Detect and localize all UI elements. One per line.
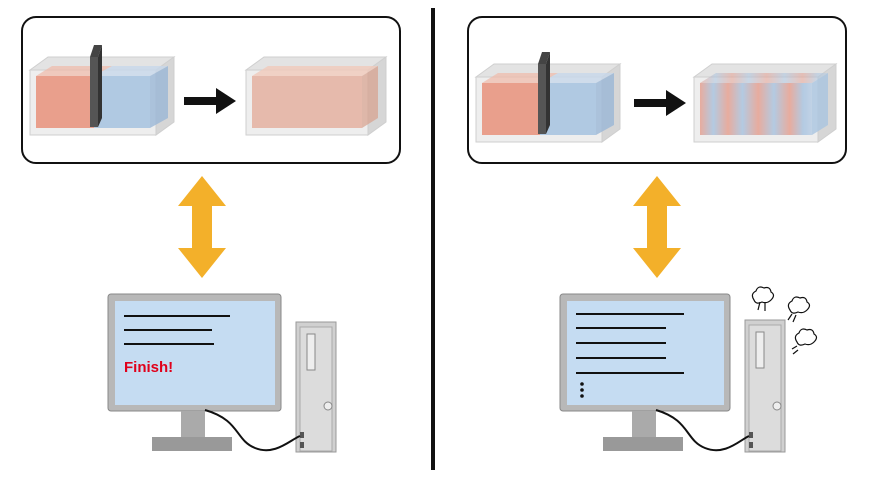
partition-wall — [538, 64, 546, 134]
steam-icon — [751, 286, 818, 355]
uniform-fluid-block — [252, 76, 362, 128]
double-arrow-icon — [633, 176, 681, 278]
striped-fluid-block — [700, 83, 812, 135]
cable — [204, 409, 301, 452]
right-initial-container — [474, 52, 622, 143]
left-panel: Finish! — [21, 16, 401, 453]
monitor-screen — [115, 301, 275, 405]
cool-fluid-block — [94, 76, 150, 128]
partition-wall — [90, 57, 98, 127]
right-computer — [559, 286, 818, 453]
left-mixed-container — [244, 56, 388, 136]
warm-fluid-block — [482, 83, 540, 135]
left-computer: Finish! — [107, 293, 337, 453]
monitor-screen — [567, 301, 724, 405]
finish-text: Finish! — [124, 359, 173, 376]
ellipsis-icon — [580, 382, 584, 398]
right-arrow-icon — [184, 88, 236, 114]
left-initial-container — [28, 45, 176, 136]
double-arrow-icon — [178, 176, 226, 278]
right-oscillating-container — [692, 63, 838, 143]
warm-fluid-block — [36, 76, 94, 128]
right-arrow-icon — [634, 90, 686, 116]
right-panel — [467, 16, 847, 453]
cable — [655, 409, 750, 452]
